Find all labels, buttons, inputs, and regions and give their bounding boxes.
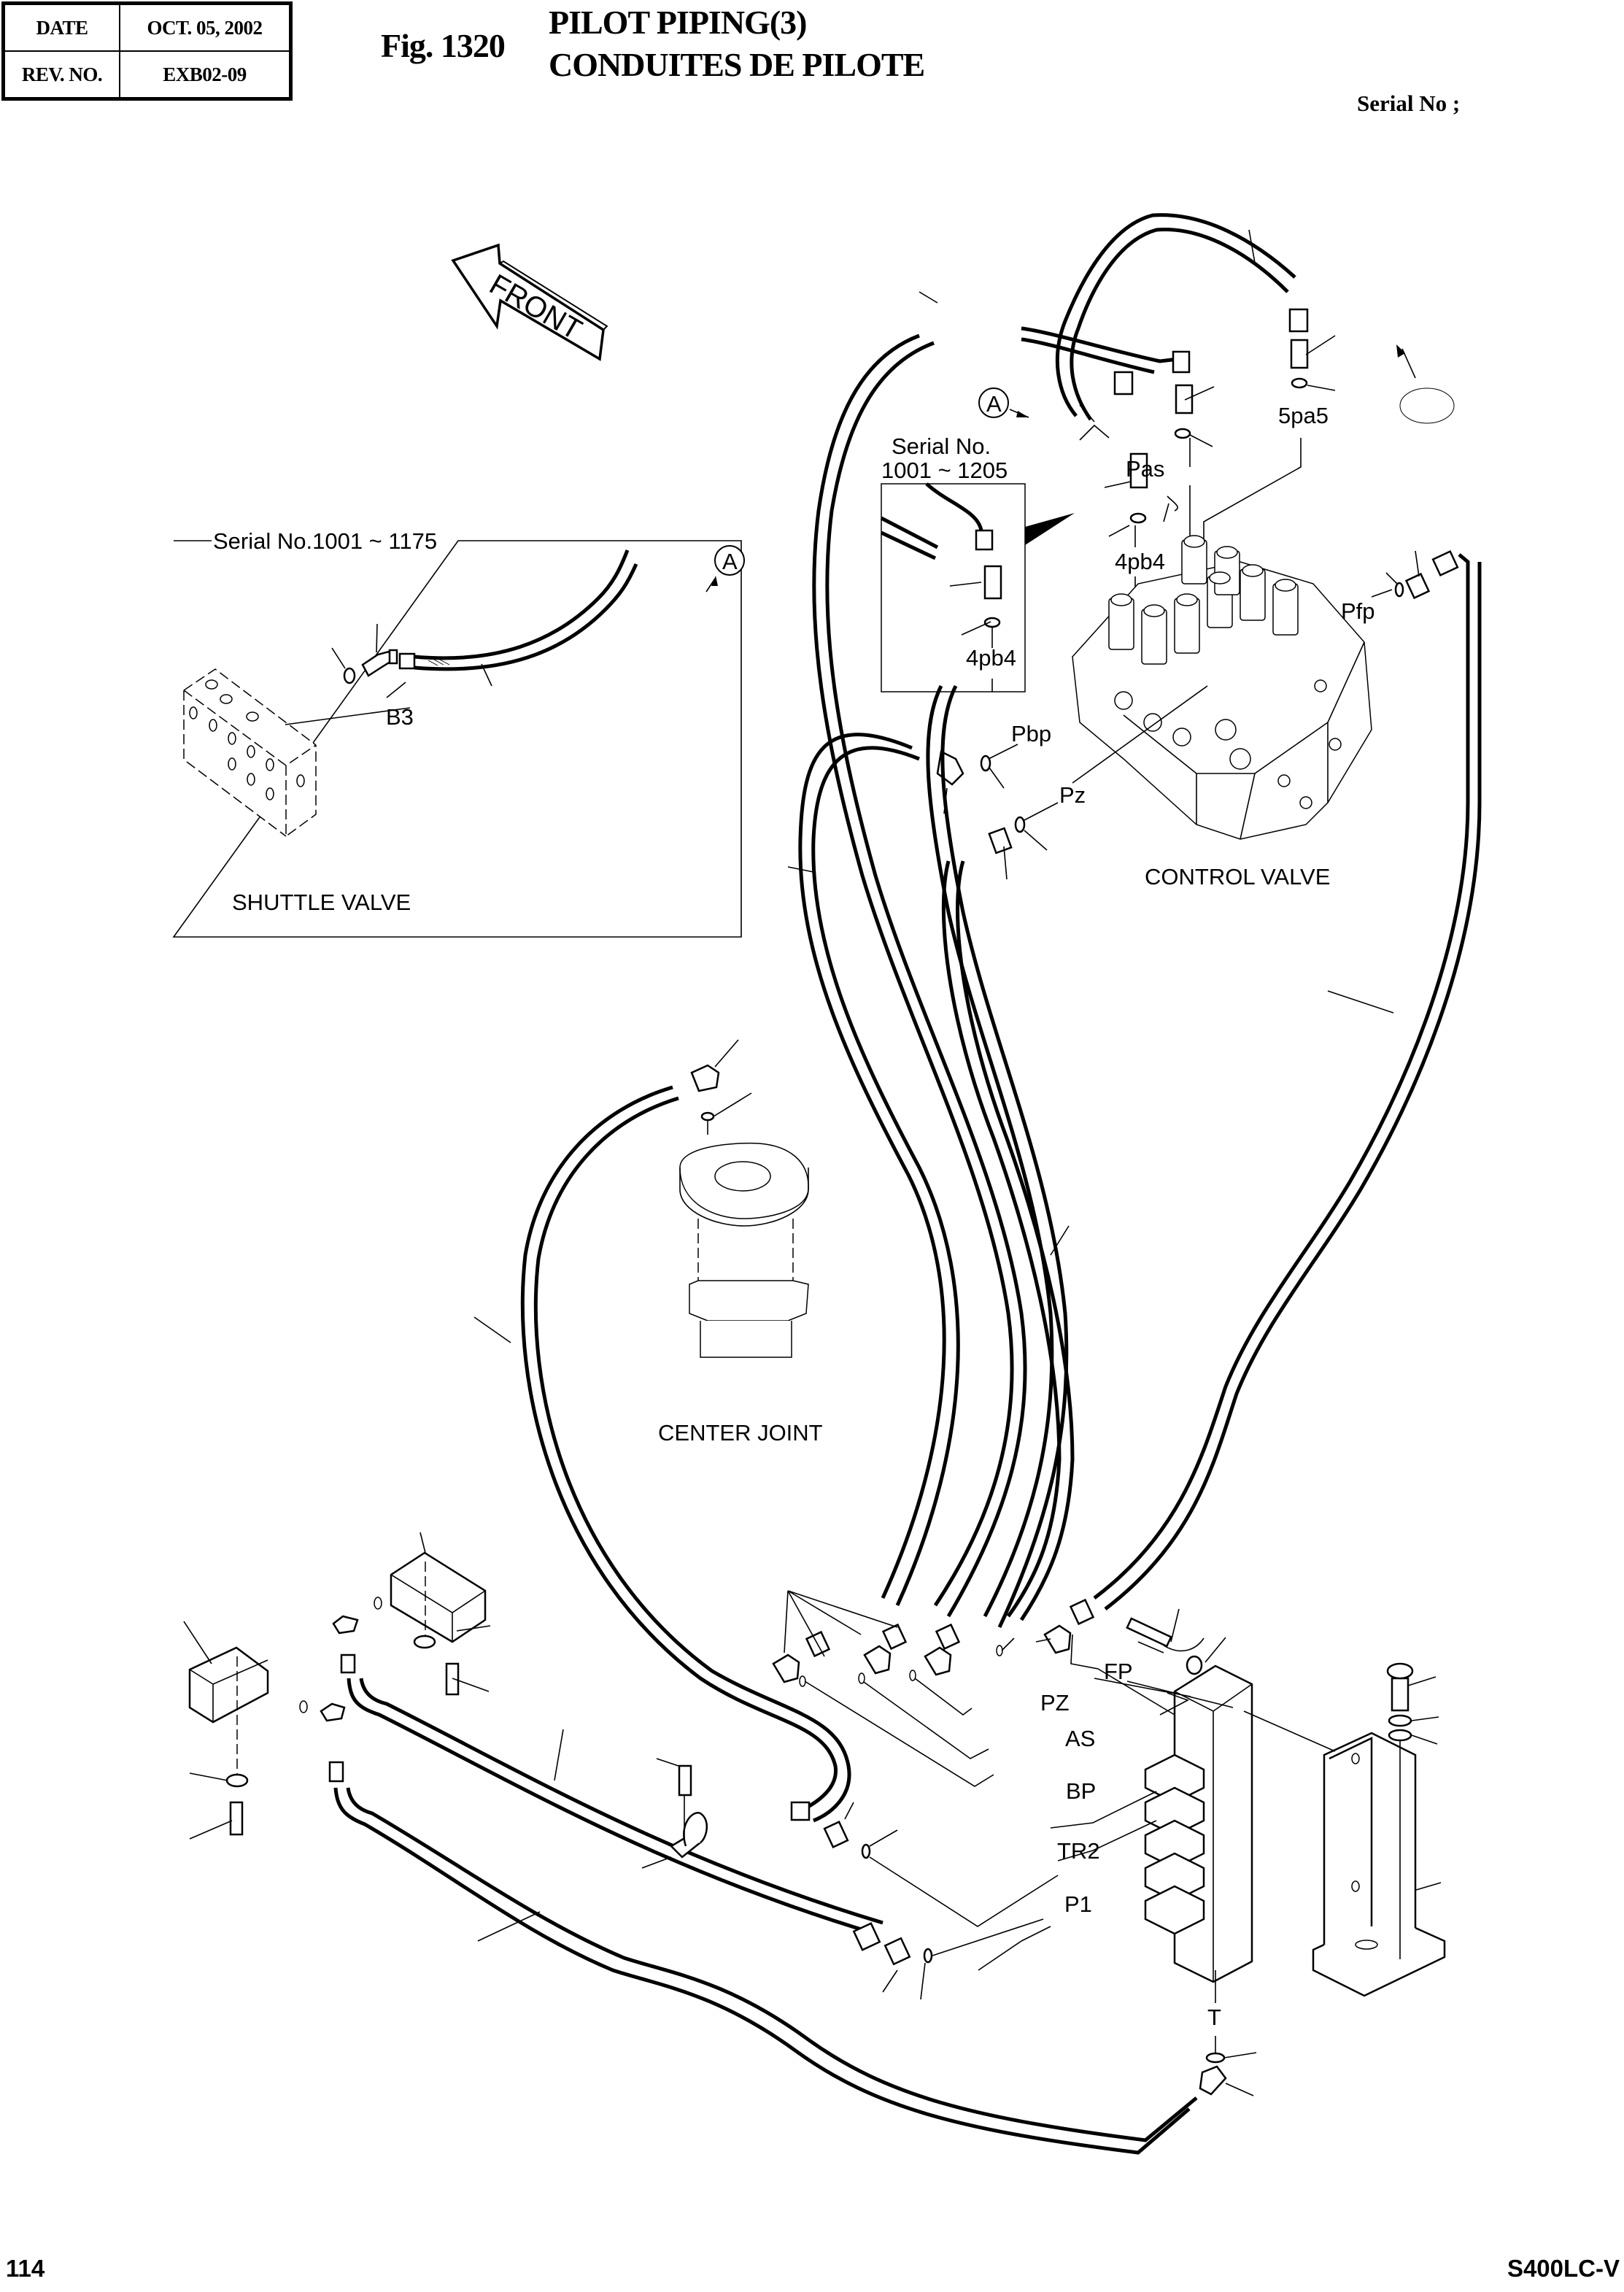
title-english: PILOT PIPING(3) xyxy=(549,4,807,41)
elbow-fitting xyxy=(361,623,398,677)
port-label-pfp: Pfp xyxy=(1341,598,1375,624)
rev-value: EXB02-09 xyxy=(119,50,292,100)
manifold-port-tr2: TR2 xyxy=(1057,1838,1100,1864)
shuttle-valve-inset: Serial No.1001 ~ 1175 B3 xyxy=(172,528,745,938)
port-label-5pa5: 5pa5 xyxy=(1278,403,1329,428)
mounting-bracket xyxy=(1243,1662,1446,1997)
lower-pilot-hoses xyxy=(333,1678,1198,2155)
svg-text:A: A xyxy=(986,391,1002,417)
date-value: OCT. 05, 2002 xyxy=(119,2,292,52)
pfp-hose-assembly xyxy=(1093,549,1482,1610)
inset-port-label-4pb4: 4pb4 xyxy=(966,645,1016,671)
date-label: DATE xyxy=(2,2,120,52)
front-direction-arrow: FRONT xyxy=(451,243,608,361)
pilot-manifold xyxy=(772,1590,1257,2096)
shuttle-valve-label: SHUTTLE VALVE xyxy=(232,890,411,915)
control-inset-serial-line1: Serial No. xyxy=(892,433,991,459)
manifold-port-p1: P1 xyxy=(1064,1891,1092,1917)
long-pilot-hoses xyxy=(787,291,1075,1629)
center-joint xyxy=(679,1039,809,1358)
manifold-port-as: AS xyxy=(1065,1726,1095,1751)
figure-title: PILOT PIPING(3) CONDUITES DE PILOTE xyxy=(549,1,925,86)
rev-label: REV. NO. xyxy=(2,50,120,100)
shuttle-valve-block xyxy=(183,668,317,838)
upper-pilot-hoses xyxy=(1021,213,1455,537)
detail-ref-a-inset: A xyxy=(705,545,745,593)
manifold-port-fp: FP xyxy=(1104,1659,1133,1684)
control-valve-inset: Serial No. 1001 ~ 1205 4pb4 xyxy=(880,433,1075,692)
manifold-port-pz: PZ xyxy=(1040,1690,1070,1716)
inset-hose xyxy=(398,549,638,687)
shuttle-serial-range: Serial No.1001 ~ 1175 xyxy=(213,528,437,554)
page-number: 114 xyxy=(6,2255,45,2282)
o-ring xyxy=(343,667,356,684)
left-blocks xyxy=(183,1532,491,1840)
revision-table: DATE OCT. 05, 2002 REV. NO. EXB02-09 xyxy=(1,1,293,101)
serial-number-label: Serial No ; xyxy=(1357,90,1461,116)
adapter-fittings xyxy=(1174,335,1336,447)
title-french: CONDUITES DE PILOTE xyxy=(549,46,925,83)
svg-text:A: A xyxy=(722,549,738,574)
control-valve-label: CONTROL VALVE xyxy=(1145,864,1330,890)
manifold-port-t: T xyxy=(1207,2004,1221,2030)
port-label-pz: Pz xyxy=(1059,782,1086,808)
port-label-pbp: Pbp xyxy=(1011,721,1051,746)
port-label-pas: Pas xyxy=(1126,456,1164,482)
figure-number: Fig. 1320 xyxy=(381,27,506,64)
model-number: S400LC-V xyxy=(1507,2255,1620,2282)
manifold-port-bp: BP xyxy=(1066,1778,1096,1804)
control-inset-serial-line2: 1001 ~ 1205 xyxy=(881,458,1008,483)
detail-ref-a: A xyxy=(978,387,1029,418)
port-label-4pb4: 4pb4 xyxy=(1115,549,1165,574)
control-valve xyxy=(1072,535,1372,840)
center-joint-hose xyxy=(473,1085,1059,1927)
center-joint-label: CENTER JOINT xyxy=(658,1420,823,1446)
